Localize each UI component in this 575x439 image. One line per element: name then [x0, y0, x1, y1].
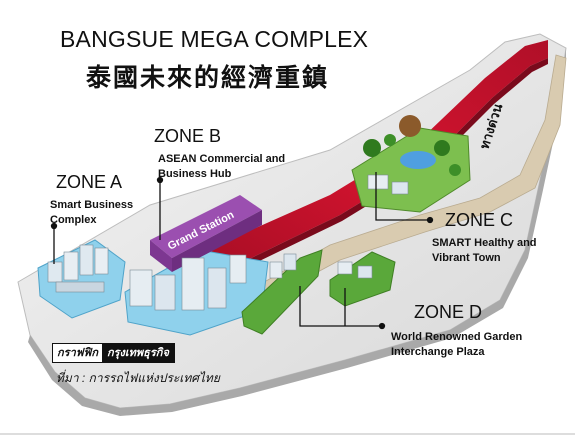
zone-b-desc-line-2: Business Hub	[158, 168, 232, 180]
rail-shadow	[210, 58, 548, 284]
zone-a-name: ZONE A	[56, 172, 123, 192]
source-credit: ที่มา : การรถไฟแห่งประเทศไทย	[56, 371, 220, 385]
zone-a-desc-line-1: Smart Business	[50, 199, 134, 211]
title-chinese: 泰國未來的經濟重鎮	[86, 63, 330, 92]
zone-c-buildings	[367, 174, 409, 195]
zone-b-leader	[156, 176, 164, 240]
zone-d-desc-line-2: Interchange Plaza	[391, 346, 485, 358]
grand-station-roof	[150, 195, 262, 258]
rail-line	[195, 40, 548, 278]
zone-a-buildings	[47, 244, 109, 293]
zone-b-name: ZONE B	[154, 126, 222, 146]
zone-d-pad-left	[241, 249, 323, 335]
publisher-name: กรุงเทพธุรกิจ	[101, 344, 174, 362]
zone-b-desc-line-1: ASEAN Commercial and	[158, 153, 286, 165]
zone-c-desc-line-2: Vibrant Town	[432, 252, 501, 264]
zone-c-name: ZONE C	[445, 210, 514, 230]
zone-a-desc-line-2: Complex	[50, 214, 97, 226]
graphic-label: กราฟฟิก	[53, 344, 102, 362]
zone-a-desc: Smart Business Complex	[50, 198, 133, 228]
zone-d-buildings	[269, 253, 373, 279]
zone-d-desc-line-1: World Renowned Garden	[391, 331, 523, 343]
zone-b-desc: ASEAN Commercial and Business Hub	[158, 152, 285, 182]
zone-c-trees	[363, 115, 461, 176]
grand-station-front	[150, 240, 172, 272]
zone-b-buildings	[129, 254, 247, 311]
zone-c-desc-line-1: SMART Healthy and	[432, 237, 537, 249]
grand-station-side	[172, 210, 262, 272]
zone-d-desc: World Renowned Garden Interchange Plaza	[391, 330, 522, 360]
zone-c-leader	[375, 172, 434, 224]
title-english: BANGSUE MEGA COMPLEX	[60, 26, 369, 52]
bottom-divider	[0, 433, 575, 435]
zone-c-pond	[400, 151, 436, 169]
zone-d-leader	[299, 286, 386, 330]
publisher-credit: กราฟฟิก กรุงเทพธุรกิจ	[52, 343, 175, 363]
zone-d-pad-right	[329, 251, 396, 307]
zone-a-leader	[50, 222, 58, 264]
zone-c-desc: SMART Healthy and Vibrant Town	[432, 236, 537, 266]
zone-d-name: ZONE D	[414, 302, 483, 322]
